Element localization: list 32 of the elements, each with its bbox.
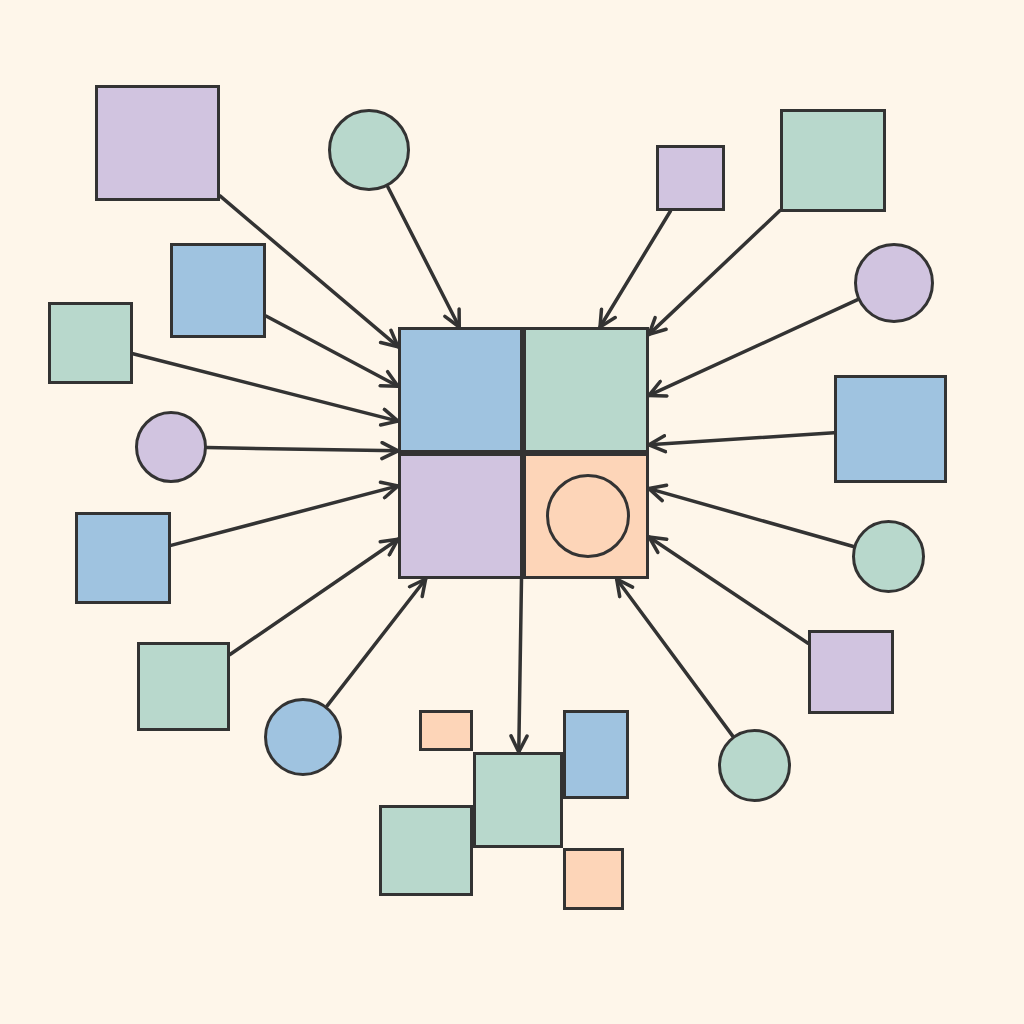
arrow (598, 209, 673, 329)
arrow (228, 537, 400, 657)
arrow (205, 440, 400, 461)
arrow (169, 480, 400, 548)
arrow (218, 194, 400, 349)
arrow (647, 297, 860, 398)
arrow (647, 208, 782, 337)
square (656, 145, 725, 211)
square (522, 452, 649, 579)
square (834, 375, 947, 483)
square (137, 642, 230, 731)
square (419, 710, 473, 751)
square (563, 710, 629, 799)
arrow (509, 577, 529, 754)
arrow (264, 314, 400, 388)
square (95, 85, 220, 201)
arrow (385, 184, 461, 329)
arrow (647, 483, 856, 549)
square (780, 109, 886, 212)
square (808, 630, 894, 714)
square (563, 848, 624, 910)
square (473, 752, 563, 848)
arrow (614, 577, 735, 738)
square (75, 512, 171, 604)
arrow (647, 535, 810, 645)
square (379, 805, 473, 896)
arrow (131, 352, 400, 427)
arrow (647, 430, 836, 454)
arrow (325, 577, 428, 708)
square (48, 302, 133, 384)
grid-block (398, 327, 649, 579)
square (170, 243, 266, 338)
